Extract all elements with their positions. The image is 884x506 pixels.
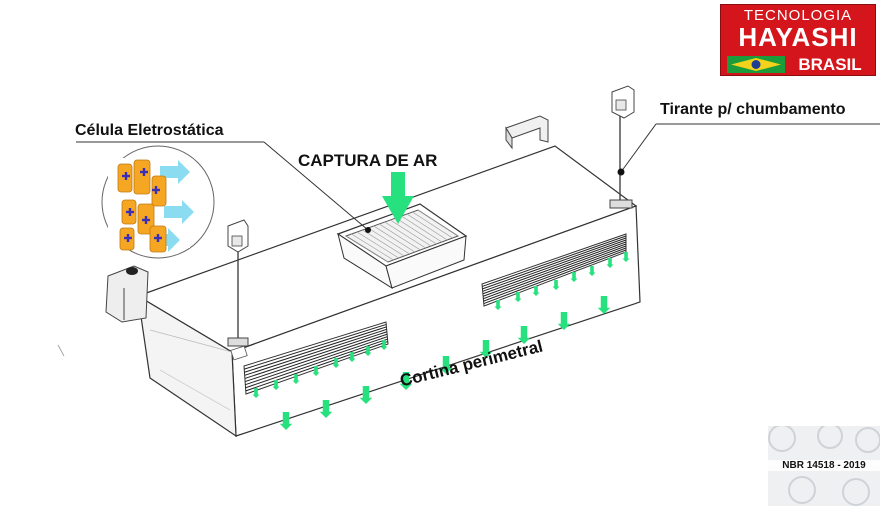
airflow-arrow xyxy=(312,366,320,376)
airflow-arrow xyxy=(359,386,373,404)
airflow-arrow xyxy=(348,352,356,362)
airflow-arrow xyxy=(494,300,502,310)
airflow-arrow xyxy=(380,340,388,350)
logo-line-tecnologia: TECNOLOGIA xyxy=(743,7,853,24)
airflow-arrow xyxy=(622,252,630,262)
rod-left xyxy=(227,219,249,347)
airflow-arrow xyxy=(279,412,293,430)
louvre-slat xyxy=(482,235,627,287)
left-louvre xyxy=(243,321,389,395)
louvre-slat xyxy=(482,241,627,295)
label-tirante: Tirante p/ chumbamento xyxy=(660,101,846,118)
airflow-arrow xyxy=(597,296,611,314)
airflow-arrow xyxy=(292,374,300,384)
airflow-arrow xyxy=(517,326,531,344)
airflow-arrow xyxy=(532,286,540,296)
air-flow-icon xyxy=(160,160,190,184)
rod-right xyxy=(609,85,635,209)
callout-tirante xyxy=(617,123,880,176)
left-mount-bracket xyxy=(105,265,149,323)
airflow-arrow xyxy=(252,388,260,398)
louvre-slat xyxy=(482,239,627,292)
airflow-arrow xyxy=(552,280,560,290)
air-intake-box xyxy=(336,203,468,290)
cell-plate xyxy=(133,159,151,195)
logo-line-brasil: BRASIL xyxy=(798,55,862,74)
louvre-slat xyxy=(483,247,627,302)
airflow-arrow xyxy=(588,266,596,276)
right-louvre xyxy=(481,233,627,307)
rear-bracket xyxy=(505,115,549,150)
louvre-slat xyxy=(244,328,387,376)
hood-left-face xyxy=(137,294,237,438)
airflow-arrow xyxy=(514,292,522,302)
airflow-arrow xyxy=(364,346,372,356)
hayashi-logo: TECNOLOGIA HAYASHI BRASIL xyxy=(720,4,876,76)
label-captura-de-ar: CAPTURA DE AR xyxy=(298,151,438,170)
airflow-arrow xyxy=(272,380,280,390)
louvre-slat xyxy=(244,326,387,373)
logo-line-hayashi: HAYASHI xyxy=(738,22,858,52)
intake-arrow xyxy=(382,172,414,224)
airflow-arrow xyxy=(319,400,333,418)
nbr-standard-text: NBR 14518 - 2019 xyxy=(768,460,880,471)
louvre-slat xyxy=(482,243,627,297)
louvre-slat xyxy=(245,338,388,389)
airflow-arrow xyxy=(606,258,614,268)
callout-celula xyxy=(76,141,371,233)
airflow-arrows xyxy=(252,252,630,430)
louvre-slat xyxy=(482,237,627,290)
louvre-slat xyxy=(244,331,388,379)
louvre-slat xyxy=(245,336,388,386)
louvre-slat xyxy=(483,245,627,300)
brazil-flag-icon xyxy=(727,56,785,73)
airflow-arrow xyxy=(439,356,453,374)
louvre-slat xyxy=(483,249,627,305)
airflow-arrow xyxy=(570,272,578,282)
airflow-arrow xyxy=(557,312,571,330)
louvre-slat xyxy=(244,323,387,370)
airflow-arrow xyxy=(332,358,340,368)
abnt-seal: NBR 14518 - 2019 xyxy=(768,426,880,506)
abnt-watermark-icon xyxy=(768,426,880,506)
air-flow-icon xyxy=(164,200,194,224)
electrostatic-cell-inset xyxy=(101,145,215,259)
airflow-arrow xyxy=(399,372,413,390)
label-celula-eletrostatica: Célula Eletrostática xyxy=(75,122,224,139)
louvre-slat xyxy=(244,333,388,383)
airflow-arrow xyxy=(479,340,493,358)
